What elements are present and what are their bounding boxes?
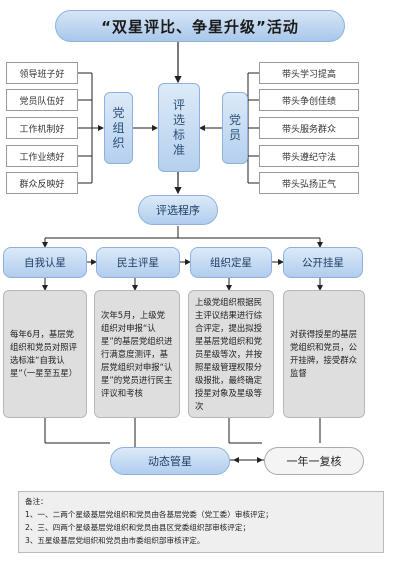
desc-text-4: 对获得授星的基层党组织和党员，公开挂牌，接受群众监督 xyxy=(290,329,357,378)
right-criterion-5: 带头弘扬正气 xyxy=(259,172,359,194)
procedure-pill: 评选程序 xyxy=(138,195,218,225)
notes-line-3: 3、五星级基层党组织和党员由市委组织部审核评定。 xyxy=(25,536,205,545)
criteria-label: 评选标准 xyxy=(172,97,185,157)
right-criterion-2: 带头争创佳绩 xyxy=(259,89,359,111)
left-criterion-5: 群众反映好 xyxy=(6,172,78,194)
desc-text-3: 上级党组织根据民主评议结果进行综合评定，提出拟授星基层党组织和党员星级等次，并按… xyxy=(195,296,262,411)
step-org-determine-desc: 上级党组织根据民主评议结果进行综合评定，提出拟授星基层党组织和党员星级等次，并按… xyxy=(188,290,274,418)
dynamic-management-pill: 动态管星 xyxy=(110,447,230,475)
step-org-determine: 组织定星 xyxy=(190,247,272,278)
notes-line-2: 2、三、四两个星级基层党组织和党员由县区党委组织部审核评定； xyxy=(25,523,251,532)
step-self-identify-desc: 每年6月，基层党组织和党员对照评选标准“自我认星”（一星至五星） xyxy=(3,290,87,418)
party-member-label: 党员 xyxy=(228,113,241,142)
annual-review-pill: 一年一复核 xyxy=(264,447,364,475)
step-public-display-desc: 对获得授星的基层党组织和党员，公开挂牌，接受群众监督 xyxy=(283,290,365,418)
step-self-identify: 自我认星 xyxy=(3,247,87,278)
criteria-center: 评选标准 xyxy=(158,83,200,172)
right-criterion-3: 带头服务群众 xyxy=(259,117,359,139)
page-title: “双星评比、争星升级”活动 xyxy=(55,10,345,42)
left-criterion-3: 工作机制好 xyxy=(6,117,78,139)
party-member-group: 党员 xyxy=(222,92,248,164)
step-democratic-review-desc: 次年5月，上级党组织对申报“认星”的基层党组织进行满意度测评，基层党组织对申报“… xyxy=(94,290,180,418)
party-org-label: 党组织 xyxy=(112,105,125,150)
left-criterion-4: 工作业绩好 xyxy=(6,145,78,167)
notes-box: 备注： 1、一、二两个星级基层党组织和党员由各基层党委（党工委）审核评定； 2、… xyxy=(18,491,384,553)
right-criterion-1: 带头学习提高 xyxy=(259,62,359,84)
notes-line-1: 1、一、二两个星级基层党组织和党员由各基层党委（党工委）审核评定； xyxy=(25,510,273,519)
step-public-display: 公开挂星 xyxy=(283,247,363,278)
notes-heading: 备注： xyxy=(25,497,48,506)
step-democratic-review: 民主评星 xyxy=(96,247,180,278)
left-criterion-2: 党员队伍好 xyxy=(6,89,78,111)
left-criterion-1: 领导班子好 xyxy=(6,62,78,84)
desc-text-1: 每年6月，基层党组织和党员对照评选标准“自我认星”（一星至五星） xyxy=(10,329,78,378)
desc-text-2: 次年5月，上级党组织对申报“认星”的基层党组织进行满意度测评，基层党组织对申报“… xyxy=(101,309,173,398)
party-org-group: 党组织 xyxy=(104,92,133,164)
right-criterion-4: 带头遵纪守法 xyxy=(259,145,359,167)
